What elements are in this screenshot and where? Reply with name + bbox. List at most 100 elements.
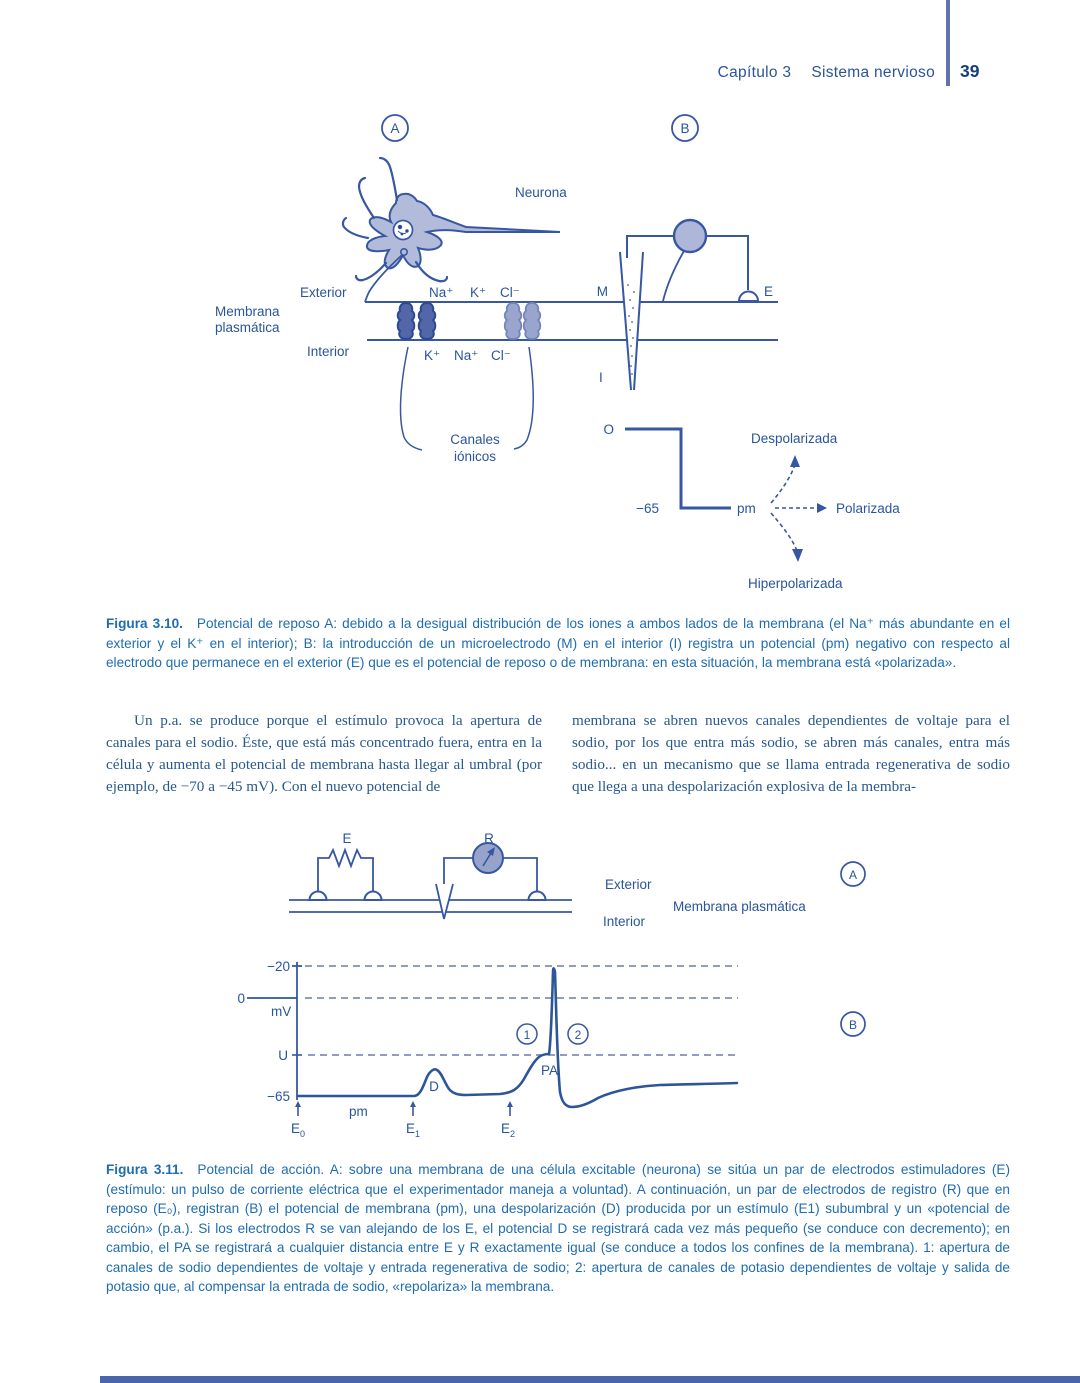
membrane-lines [365, 301, 778, 341]
figure-3-10: A B Neurona [215, 114, 900, 591]
panel-b-letter: B [680, 121, 689, 136]
galvanometer-needle [662, 250, 685, 302]
figure-3-10-caption: Figura 3.10.Potencial de reposo A: debid… [106, 614, 1010, 673]
canales-label-1: Canales [450, 432, 500, 447]
interior-label: Interior [307, 344, 350, 359]
neuron-nucleus [392, 219, 414, 241]
zoom-leader-line [364, 254, 403, 303]
ion-k-top: K⁺ [470, 285, 486, 300]
polarization-arrows [770, 455, 827, 562]
recorder-circuit [443, 842, 547, 901]
body-column-left: Un p.a. se produce porque el estímulo pr… [106, 712, 542, 795]
pipette-stippling [627, 284, 635, 375]
mv-axis-label: mV [271, 1004, 291, 1019]
d-label: D [429, 1079, 439, 1094]
step-1-marker: 1 [516, 1023, 538, 1045]
membrana-label-2: plasmática [215, 320, 280, 335]
pm-label: pm [349, 1104, 368, 1119]
stimulus-time-arrows [295, 1101, 513, 1116]
panel-b-letter: B [849, 1018, 857, 1032]
chapter-label: Capítulo 3 [717, 64, 792, 81]
panel-a-marker: A [840, 861, 866, 887]
neuron-drawing [341, 156, 561, 303]
galvanometer-needle [482, 852, 492, 867]
axon-hillock [399, 248, 408, 257]
stimulus-notch [435, 883, 454, 920]
galvanometer-dial [672, 218, 708, 254]
microelectrode-pipette [619, 251, 644, 391]
membrane-lines [289, 899, 572, 913]
recorder-r-label: R [484, 831, 494, 846]
e0-label: E0 [291, 1121, 305, 1139]
panel-a-letter: A [849, 868, 857, 882]
despolarizada-label: Despolarizada [751, 431, 838, 446]
ion-na-top: Na⁺ [429, 285, 453, 300]
tick-u: U [278, 1048, 288, 1063]
right-arrowhead [817, 503, 827, 513]
i-label: I [599, 370, 603, 385]
ion-channel-light-pair [503, 302, 542, 340]
electrode-dome [363, 890, 383, 901]
header-divider-bar [946, 0, 950, 86]
panel-b-marker: B [671, 114, 699, 142]
needle-arrowhead [487, 847, 495, 856]
figure-3-10-caption-label: Figura 3.10. [106, 616, 183, 631]
section-label: Sistema nervioso [811, 64, 935, 81]
potential-step-trace [625, 427, 731, 510]
figure-3-11: E R Exterior Interior Membrana plasmátic… [237, 831, 866, 1139]
up-arrowhead [790, 455, 800, 467]
down-arrowhead [792, 549, 803, 562]
panel-a-letter: A [390, 121, 399, 136]
resistor-zigzag [317, 847, 374, 892]
ion-na-bottom: Na⁺ [454, 348, 478, 363]
footer-band [100, 1376, 1080, 1383]
pa-label: PA [541, 1063, 558, 1078]
figure-3-11-caption-label: Figura 3.11. [106, 1162, 184, 1177]
exterior-label: Exterior [300, 285, 347, 300]
membrana-label-1: Membrana [215, 304, 280, 319]
membrana-plasmatica-label: Membrana plasmática [673, 899, 806, 914]
figure-3-10-caption-text: Potencial de reposo A: debido a la desig… [106, 616, 1010, 670]
figure-3-11-caption-text: Potencial de acción. A: sobre una membra… [106, 1162, 1010, 1294]
surface-electrode-dome [737, 290, 760, 302]
m-label: M [597, 284, 608, 299]
step-1-number: 1 [524, 1028, 531, 1042]
step-2-number: 2 [575, 1028, 582, 1042]
interior-label: Interior [603, 914, 646, 929]
ion-channel-dark-pair [396, 302, 437, 340]
e-label: E [764, 284, 773, 299]
stimulator-e-label: E [342, 831, 351, 846]
polarizada-label: Polarizada [836, 501, 900, 516]
ion-cl-top: Cl⁻ [500, 285, 520, 300]
o-label: O [603, 422, 614, 437]
neurona-label: Neurona [515, 185, 567, 200]
panel-b-marker: B [840, 1011, 866, 1037]
graph-gridlines [305, 965, 738, 1056]
action-potential-trace [296, 966, 739, 1109]
galvanometer-circuit [626, 218, 760, 302]
tick-minus65: −65 [267, 1089, 290, 1104]
exterior-label: Exterior [605, 877, 652, 892]
page-header: Capítulo 3 Sistema nervioso [718, 64, 935, 82]
panel-a-marker: A [381, 114, 409, 142]
figure-3-11-caption: Figura 3.11.Potencial de acción. A: sobr… [106, 1160, 1010, 1297]
step-2-marker: 2 [567, 1023, 589, 1045]
e2-label: E2 [501, 1121, 515, 1139]
hiperpolarizada-label: Hiperpolarizada [748, 576, 843, 591]
channel-pointer-curves [399, 346, 534, 451]
minus65-label: −65 [636, 501, 659, 516]
canales-label-2: iónicos [454, 449, 496, 464]
tick-zero: 0 [237, 991, 245, 1006]
e1-label: E1 [406, 1121, 420, 1139]
tick-minus20: −20 [267, 959, 290, 974]
electrode-dome [308, 890, 328, 901]
pm-label: pm [737, 501, 756, 516]
neuron-dendrites [341, 156, 449, 283]
ion-cl-bottom: Cl⁻ [491, 348, 511, 363]
body-column-right: membrana se abren nuevos canales dependi… [572, 712, 1010, 795]
graph-axis [247, 962, 302, 1100]
electrode-dome [527, 890, 547, 901]
ion-k-bottom: K⁺ [424, 348, 440, 363]
stimulus-notch-mask [437, 885, 452, 919]
